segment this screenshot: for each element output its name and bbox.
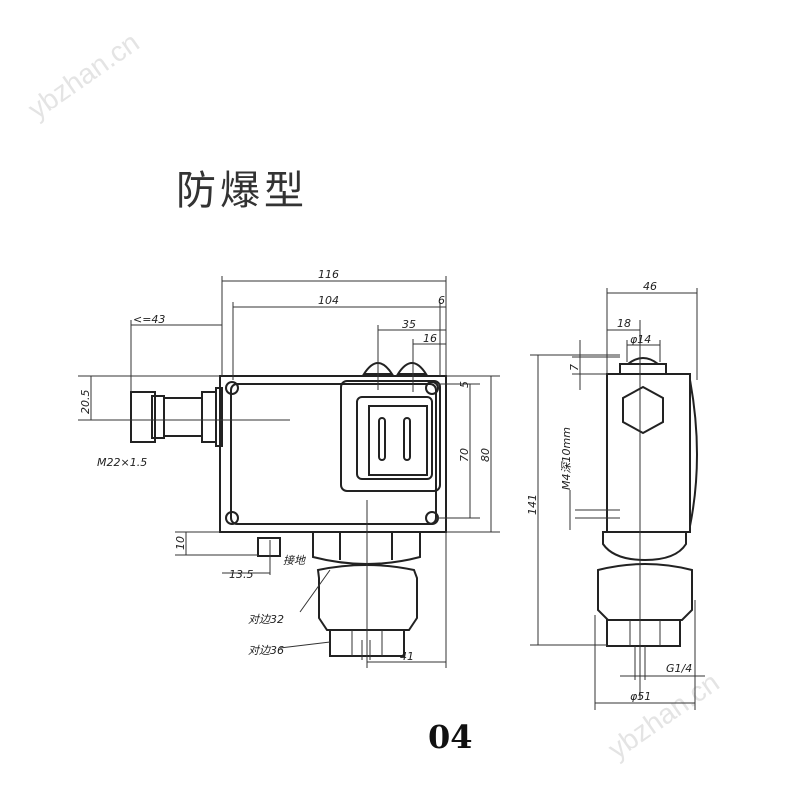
dim-window-width: 35 — [402, 318, 416, 331]
dimension-lines — [78, 276, 500, 668]
dim-mount-thread: M4深10mm — [560, 427, 573, 490]
gland-flange — [215, 387, 223, 447]
hex-nut — [312, 531, 421, 565]
label-hex-36: 对边36 — [248, 644, 284, 657]
label-hex-32: 对边32 — [248, 613, 284, 626]
side-fitting-port — [606, 619, 681, 647]
side-cap — [619, 363, 667, 375]
dim-knob-dia: φ14 — [630, 333, 651, 346]
dim-cable-height: 20.5 — [79, 390, 92, 415]
dim-cable-length: <=43 — [133, 313, 165, 326]
ground-screw — [257, 537, 281, 557]
housing — [219, 375, 447, 533]
window-inner-frame — [356, 396, 433, 480]
front-view: 116 104 6 35 16 <=43 20.5 M22×1.5 5 70 8… — [78, 268, 500, 668]
dim-offset: 6 — [438, 294, 445, 307]
knobs — [362, 362, 428, 375]
hex-port-icon — [622, 385, 664, 435]
dim-side-height: 141 — [526, 494, 539, 515]
side-knob — [627, 357, 659, 365]
side-top-dimension-lines — [606, 288, 698, 700]
dim-port-thread: G1/4 — [666, 662, 692, 675]
dim-top-margin: 5 — [458, 381, 471, 388]
screw-icons — [225, 381, 439, 525]
top-dimension-lines — [221, 276, 447, 392]
dim-hole-spacing: 70 — [458, 448, 471, 462]
side-dimension-lines — [530, 288, 705, 710]
cable-dimension-lines — [78, 320, 290, 421]
side-hex-nut — [602, 531, 687, 562]
model-code: 04 — [428, 718, 473, 756]
cable-gland — [130, 387, 223, 447]
side-bottom-dimension-lines — [594, 600, 705, 710]
dim-ground-offset: 13.5 — [229, 568, 254, 581]
side-fitting-body — [597, 563, 693, 621]
dim-inner-width: 104 — [318, 294, 339, 307]
slot — [403, 417, 411, 461]
dim-center-offset: 41 — [400, 650, 414, 663]
gland-tube — [163, 397, 203, 437]
bottom-dimension-lines — [175, 500, 447, 668]
side-bulge — [689, 379, 698, 527]
dim-ground-height: 10 — [174, 536, 187, 550]
side-fitting-port-detail — [629, 620, 661, 646]
window-panel — [368, 405, 428, 476]
side-left-dimension-lines — [530, 340, 620, 646]
screw-icon — [225, 381, 239, 395]
cover — [230, 383, 437, 525]
drawing-title: 防爆型 — [176, 168, 308, 214]
dim-side-offset: 18 — [617, 317, 631, 330]
dim-overall-height: 80 — [479, 448, 492, 462]
side-housing — [606, 373, 691, 533]
gland-nut — [201, 391, 217, 443]
right-dimension-lines — [436, 375, 500, 533]
dim-thread: M22×1.5 — [97, 456, 147, 469]
side-view: 46 18 φ14 7 M4深10mm 141 G1/4 φ51 — [526, 280, 705, 710]
gland-collar — [151, 395, 165, 439]
dim-base-dia: φ51 — [630, 690, 651, 703]
screw-icon — [225, 511, 239, 525]
dim-overall-width: 116 — [318, 268, 339, 281]
dim-knob-offset: 16 — [423, 332, 437, 345]
fitting-port-detail — [351, 630, 383, 660]
window — [340, 380, 441, 492]
label-ground: 接地 — [283, 554, 306, 567]
slot — [378, 417, 386, 461]
leader-lines — [279, 569, 331, 649]
dim-knob-height: 7 — [568, 364, 581, 371]
gland-nut — [130, 391, 156, 443]
dim-side-width: 46 — [643, 280, 657, 293]
